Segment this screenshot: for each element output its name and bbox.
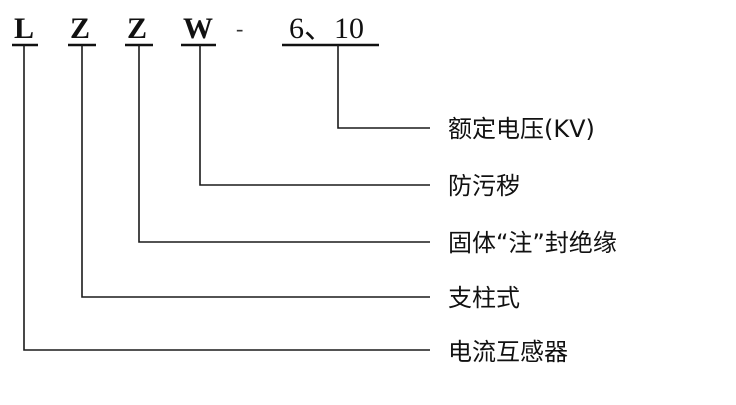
leader-line-post-type	[81, 45, 430, 298]
code-letter-z-first: Z	[70, 12, 90, 45]
leader-line-rated-voltage	[337, 45, 430, 129]
label-rated-voltage: 额定电压(KV)	[448, 115, 595, 143]
leader-line-current-transformer	[23, 45, 430, 351]
label-post-type: 支柱式	[448, 284, 520, 312]
code-letter-z-second: Z	[127, 12, 147, 45]
leader-line-solid-encapsulation	[138, 45, 430, 243]
code-dash: -	[236, 16, 243, 41]
label-solid-encapsulation: 固体“注”封绝缘	[448, 229, 617, 257]
code-rating: 6、10	[289, 12, 364, 45]
code-letter-l: L	[14, 12, 34, 45]
label-anti-pollution: 防污秽	[448, 172, 520, 200]
label-current-transformer: 电流互感器	[448, 338, 568, 366]
code-letter-w: W	[183, 12, 213, 45]
leader-line-anti-pollution	[199, 45, 430, 186]
